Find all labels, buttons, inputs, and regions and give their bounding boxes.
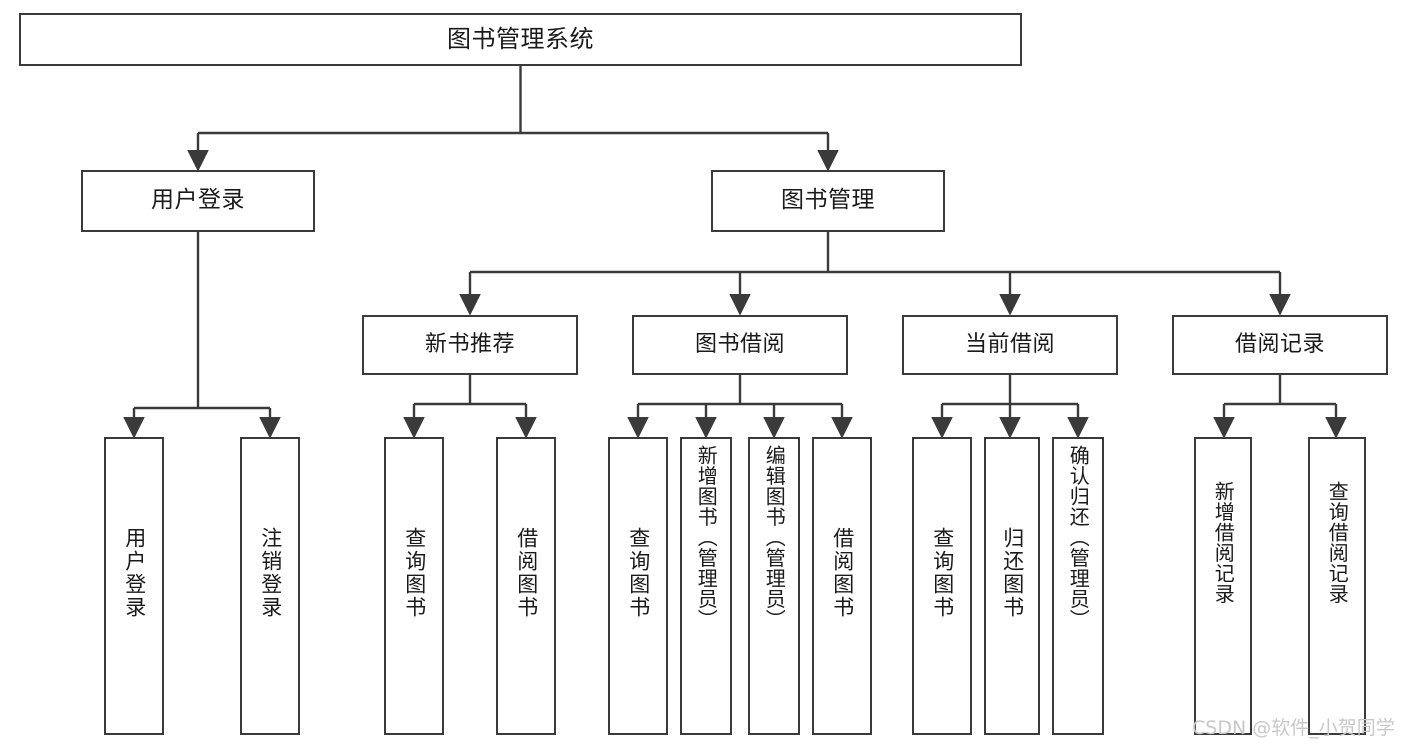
node-leaf-edit-book-label: 编辑图书（管理员） [762, 445, 787, 630]
node-borrow-record[interactable]: 借阅记录 [1172, 315, 1388, 375]
node-book-borrow-label: 图书借阅 [694, 331, 785, 357]
node-new-book-rec[interactable]: 新书推荐 [362, 315, 578, 375]
node-user-login[interactable]: 用户登录 [81, 170, 315, 232]
node-leaf-user-login[interactable]: 用户登录 [104, 437, 164, 735]
node-leaf-return-book-label: 归还图书 [1000, 527, 1025, 619]
node-leaf-query-book-rec[interactable]: 查询图书 [384, 437, 444, 735]
node-leaf-add-record[interactable]: 新增借阅记录 [1194, 437, 1252, 735]
node-leaf-logout-label: 注销登录 [258, 527, 283, 619]
node-leaf-add-record-label: 新增借阅记录 [1211, 481, 1236, 604]
node-leaf-query-book-borrow-label: 查询图书 [626, 527, 651, 619]
node-book-manage-label: 图书管理 [781, 187, 875, 214]
node-leaf-borrow-book[interactable]: 借阅图书 [812, 437, 872, 735]
node-leaf-add-book-label: 新增图书（管理员） [694, 445, 719, 630]
node-leaf-query-record[interactable]: 查询借阅记录 [1308, 437, 1366, 735]
node-root-label: 图书管理系统 [447, 25, 594, 54]
node-user-login-label: 用户登录 [151, 187, 245, 214]
node-leaf-logout[interactable]: 注销登录 [240, 437, 300, 735]
node-leaf-borrow-book-rec[interactable]: 借阅图书 [496, 437, 556, 735]
node-book-borrow[interactable]: 图书借阅 [632, 315, 848, 375]
node-leaf-query-book-cur-label: 查询图书 [930, 527, 955, 619]
node-leaf-user-login-label: 用户登录 [122, 527, 147, 619]
node-leaf-query-book-borrow[interactable]: 查询图书 [608, 437, 668, 735]
node-borrow-record-label: 借阅记录 [1234, 331, 1325, 357]
node-leaf-query-book-cur[interactable]: 查询图书 [912, 437, 972, 735]
node-current-borrow[interactable]: 当前借阅 [902, 315, 1118, 375]
node-leaf-borrow-book-label: 借阅图书 [830, 527, 855, 619]
node-current-borrow-label: 当前借阅 [964, 331, 1055, 357]
node-leaf-confirm-return[interactable]: 确认归还（管理员） [1052, 437, 1104, 735]
node-root[interactable]: 图书管理系统 [19, 13, 1022, 66]
node-new-book-rec-label: 新书推荐 [424, 331, 515, 357]
node-book-manage[interactable]: 图书管理 [711, 170, 945, 232]
watermark: CSDN @软件_小贺同学 [1192, 717, 1395, 739]
node-leaf-edit-book[interactable]: 编辑图书（管理员） [748, 437, 800, 735]
node-leaf-borrow-book-rec-label: 借阅图书 [514, 527, 539, 619]
node-leaf-confirm-return-label: 确认归还（管理员） [1066, 445, 1091, 630]
node-leaf-add-book[interactable]: 新增图书（管理员） [680, 437, 732, 735]
node-leaf-query-record-label: 查询借阅记录 [1325, 481, 1350, 604]
node-leaf-query-book-rec-label: 查询图书 [402, 527, 427, 619]
node-leaf-return-book[interactable]: 归还图书 [984, 437, 1040, 735]
